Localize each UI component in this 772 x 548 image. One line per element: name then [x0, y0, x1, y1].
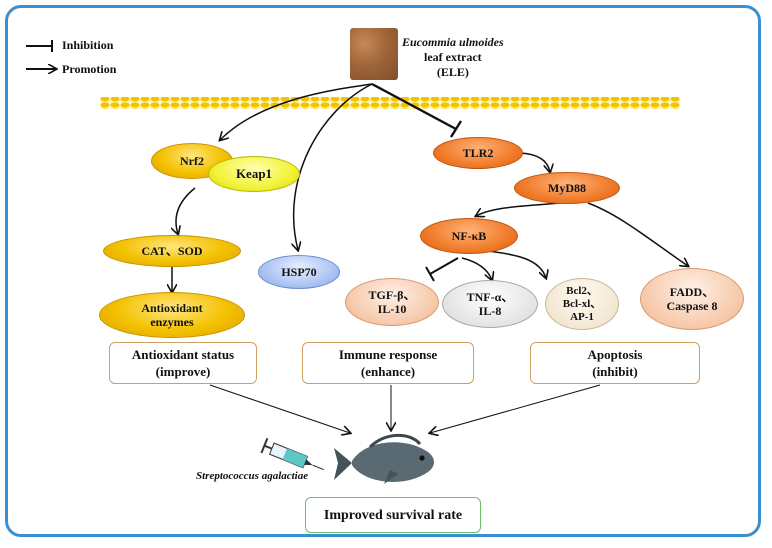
- ele-line2: leaf extract: [424, 50, 482, 64]
- ele-species: Eucommia ulmoides: [402, 35, 504, 49]
- arrow-apoptosis-fish: [430, 384, 601, 433]
- node-bcl-line1: Bcl2、: [566, 284, 598, 297]
- node-tgf-line2: IL-10: [377, 302, 407, 316]
- arrow-tlr2-myd88: [519, 152, 550, 172]
- arrow-antioxidant-fish: [209, 384, 350, 433]
- node-tlr2-label: TLR2: [462, 146, 494, 160]
- leaf-extract-powder-icon: [350, 28, 398, 80]
- node-fadd-line1: FADD、: [669, 285, 715, 299]
- node-nfkb-label: NF-κB: [451, 229, 487, 243]
- node-antioxidant-enzymes-line1: Antioxidant: [141, 301, 203, 315]
- syringe-icon: [260, 437, 324, 471]
- arrow-ele-hsp70: [294, 83, 373, 250]
- node-keap1: Keap1: [208, 156, 300, 192]
- outcome-survival-label: Improved survival rate: [323, 507, 463, 523]
- inhibit-ele-tlr2: [371, 82, 463, 138]
- outcome-apoptosis: Apoptosis (inhibit): [530, 342, 700, 384]
- ele-label: Eucommia ulmoides leaf extract (ELE): [402, 35, 504, 80]
- node-fadd-line2: Caspase 8: [666, 299, 718, 313]
- legend-inhibition-label: Inhibition: [62, 38, 114, 52]
- inhibit-nfkb-tgf: [425, 257, 459, 282]
- node-myd88-label: MyD88: [548, 181, 586, 195]
- cell-membrane: [100, 97, 680, 109]
- outcome-survival-rate: Improved survival rate: [305, 497, 481, 533]
- arrow-ele-nrf2: [220, 83, 373, 140]
- arrow-myd88-nfkb: [476, 202, 561, 216]
- outcome-immune-response: Immune response (enhance): [302, 342, 474, 384]
- node-cat-sod: CAT、SOD: [103, 235, 241, 267]
- node-bcl-line3: AP-1: [570, 310, 594, 323]
- node-nrf2-label: Nrf2: [180, 154, 204, 168]
- tilapia-fish-icon: [334, 433, 434, 484]
- diagram-frame: [5, 5, 761, 537]
- node-tlr2: TLR2: [433, 137, 523, 169]
- node-tgf-line1: TGF-β、: [368, 288, 416, 302]
- outcome-antioxidant-status: Antioxidant status (improve): [109, 342, 257, 384]
- legend-inhibition-symbol: [26, 40, 53, 52]
- node-tgf-il10: TGF-β、 IL-10: [345, 278, 439, 326]
- node-tnf-line2: IL-8: [478, 304, 502, 318]
- node-nfkb: NF-κB: [420, 218, 518, 254]
- node-antioxidant-enzymes-line2: enzymes: [150, 315, 194, 329]
- node-tnf-line1: TNF-α、: [466, 290, 514, 304]
- outcome-antioxidant-line2: (improve): [155, 364, 211, 379]
- node-keap1-label: Keap1: [235, 166, 273, 181]
- arrow-myd88-fadd: [587, 202, 688, 266]
- arrow-nfkb-tnf: [461, 257, 492, 280]
- node-antioxidant-enzymes: Antioxidant enzymes: [99, 292, 245, 338]
- node-myd88: MyD88: [514, 172, 620, 204]
- outcome-antioxidant-line1: Antioxidant status: [131, 347, 235, 362]
- ele-line3: (ELE): [436, 65, 469, 79]
- node-bcl-line2: Bcl-xl、: [562, 297, 602, 310]
- node-hsp70-label: HSP70: [281, 265, 317, 279]
- pathogen-label: Streptococcus agalactiae: [196, 470, 309, 482]
- outcome-immune-line1: Immune response: [338, 347, 438, 362]
- legend-promotion-label: Promotion: [62, 62, 117, 76]
- node-fadd-caspase8: FADD、 Caspase 8: [640, 268, 744, 330]
- outcome-immune-line2: (enhance): [360, 364, 416, 379]
- outcome-apoptosis-line2: (inhibit): [592, 364, 638, 379]
- node-tnf-il8: TNF-α、 IL-8: [442, 280, 538, 328]
- outcome-apoptosis-line1: Apoptosis: [587, 347, 643, 362]
- arrow-nrf2-cat: [176, 187, 196, 234]
- node-bcl2-bclxl-ap1: Bcl2、 Bcl-xl、 AP-1: [545, 278, 619, 330]
- node-cat-sod-label: CAT、SOD: [141, 244, 203, 258]
- node-hsp70: HSP70: [258, 255, 340, 289]
